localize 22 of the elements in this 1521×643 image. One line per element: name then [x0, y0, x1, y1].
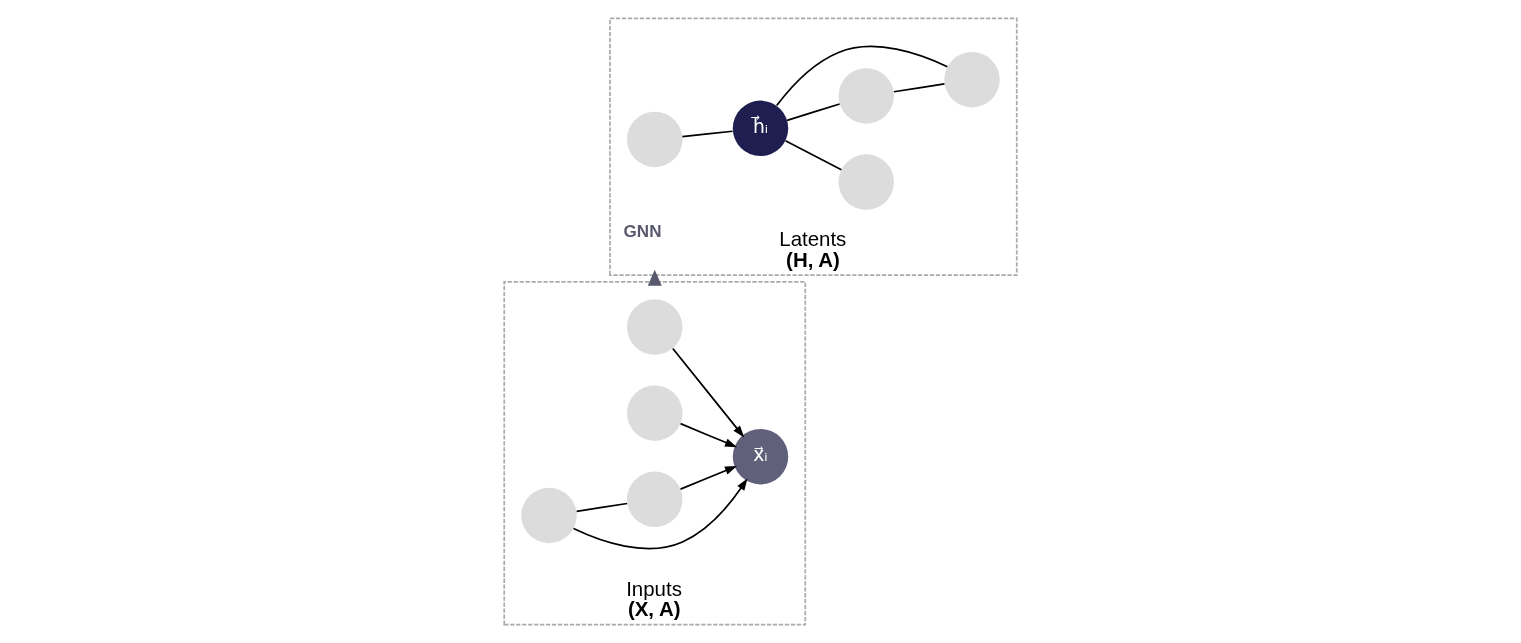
connector — [893, 83, 946, 93]
node-circle — [627, 385, 683, 441]
arrow — [679, 465, 737, 490]
connector — [786, 103, 841, 122]
arrow — [572, 478, 748, 550]
node-circle: h⃗ᵢ — [732, 100, 789, 157]
node-circle — [838, 68, 894, 124]
node-circle — [627, 111, 683, 168]
edge-label: GNN — [623, 221, 662, 241]
node-circle — [627, 299, 683, 355]
connector — [681, 130, 734, 138]
node-circle — [838, 154, 894, 210]
arrow — [671, 347, 745, 438]
node-circle: x⃗ᵢ — [732, 428, 789, 485]
arrow — [679, 422, 737, 448]
node-circle — [944, 52, 1000, 108]
node-circle — [627, 471, 683, 527]
node-circle — [521, 487, 577, 544]
connector — [784, 139, 843, 171]
arrow — [647, 269, 662, 286]
connector — [775, 45, 949, 107]
connector — [575, 502, 629, 513]
